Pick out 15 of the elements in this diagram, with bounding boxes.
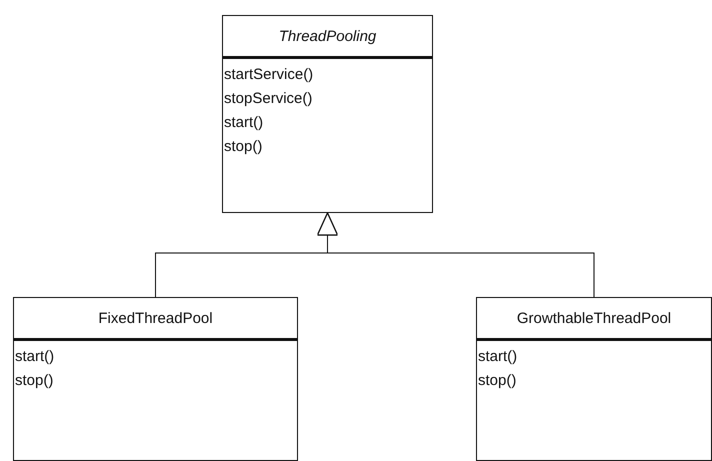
class-box [13, 297, 298, 461]
method-name: stop() [14, 371, 54, 391]
inheritance-arrow [316, 212, 594, 298]
method-name: stop() [477, 371, 516, 391]
method-name: start() [477, 347, 518, 367]
class-box [222, 15, 433, 213]
method-name: stop() [223, 137, 262, 157]
method-name: startService() [223, 65, 314, 85]
class-name: GrowthableThreadPool [516, 310, 672, 326]
method-name: stopService() [223, 89, 312, 109]
class-box [476, 297, 712, 461]
method-name: start() [14, 347, 54, 367]
method-name: start() [223, 113, 264, 133]
class-name: FixedThreadPool [98, 310, 213, 326]
class-name: ThreadPooling [278, 28, 376, 44]
